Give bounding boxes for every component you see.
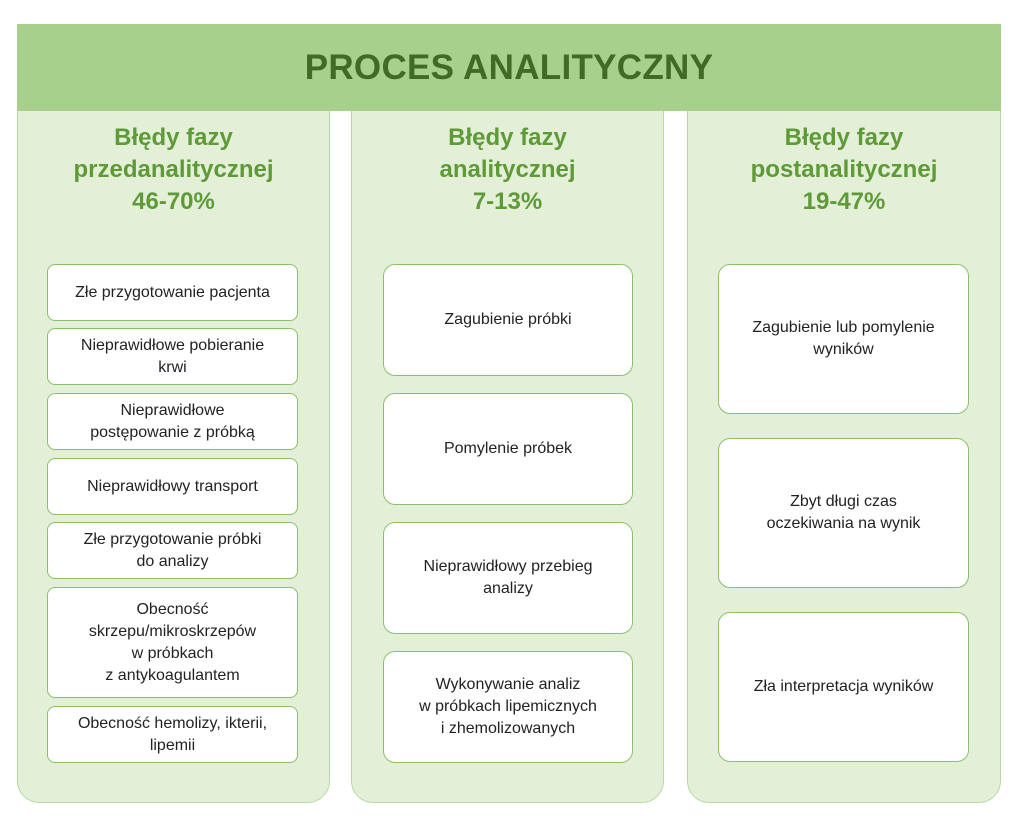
- error-box: Pomylenie próbek: [383, 393, 633, 505]
- heading-line: Błędy fazy: [448, 124, 567, 151]
- column-heading-preanalytical: Błędy fazy przedanalitycznej 46-70%: [17, 122, 330, 218]
- column-heading-analytical: Błędy fazy analitycznej 7-13%: [351, 122, 664, 218]
- error-box: Nieprawidłowe postępowanie z próbką: [47, 393, 298, 450]
- error-box: Zagubienie próbki: [383, 264, 633, 376]
- heading-line: analitycznej: [439, 156, 576, 183]
- error-box: Obecność hemolizy, ikterii, lipemii: [47, 706, 298, 763]
- error-box: Nieprawidłowy przebieg analizy: [383, 522, 633, 634]
- error-box: Nieprawidłowe pobieranie krwi: [47, 328, 298, 385]
- error-box: Złe przygotowanie próbki do analizy: [47, 522, 298, 579]
- error-box: Złe przygotowanie pacjenta: [47, 264, 298, 321]
- error-box: Nieprawidłowy transport: [47, 458, 298, 515]
- column-heading-postanalytical: Błędy fazy postanalitycznej 19-47%: [687, 122, 1001, 218]
- error-box: Zagubienie lub pomylenie wyników: [718, 264, 969, 414]
- error-box: Zła interpretacja wyników: [718, 612, 969, 762]
- heading-percent: 19-47%: [802, 188, 886, 215]
- heading-line: postanalitycznej: [750, 156, 938, 183]
- error-box: Wykonywanie analiz w próbkach lipemiczny…: [383, 651, 633, 763]
- error-box: Obecność skrzepu/mikroskrzepów w próbkac…: [47, 587, 298, 698]
- heading-line: przedanalitycznej: [73, 156, 274, 183]
- heading-line: Błędy fazy: [784, 124, 904, 151]
- heading-percent: 7-13%: [472, 188, 543, 215]
- heading-line: Błędy fazy: [114, 124, 233, 151]
- title-banner: PROCES ANALITYCZNY: [17, 24, 1001, 111]
- heading-percent: 46-70%: [132, 188, 215, 215]
- error-box: Zbyt długi czas oczekiwania na wynik: [718, 438, 969, 588]
- page-title: PROCES ANALITYCZNY: [304, 47, 714, 87]
